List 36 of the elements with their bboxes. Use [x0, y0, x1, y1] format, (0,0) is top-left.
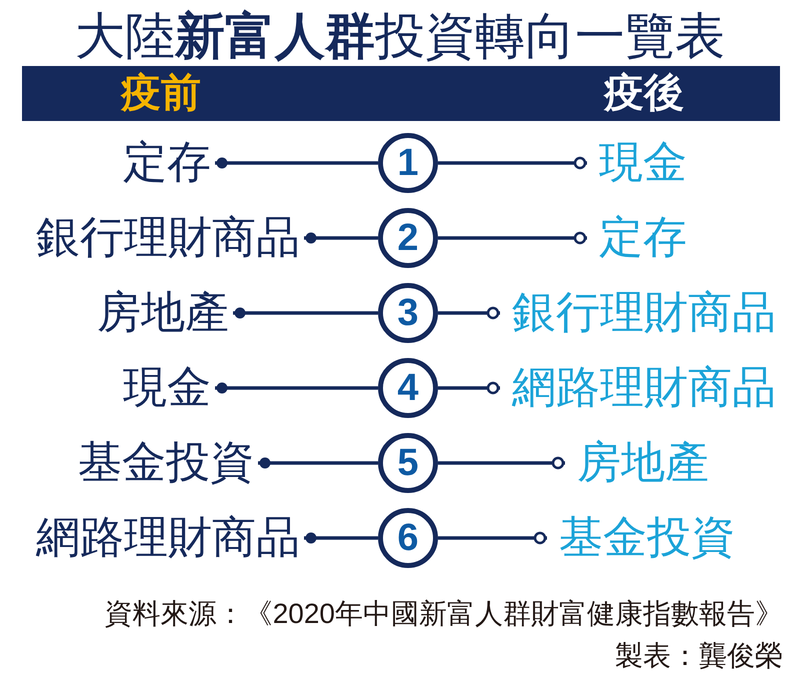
asset-label: 網路理財商品 [36, 513, 304, 563]
number-circle: 4 [378, 358, 438, 418]
asset-label: 銀行理財商品 [500, 288, 776, 338]
header-band [22, 66, 780, 121]
column-heading: 疫前 [121, 70, 201, 117]
connector-line [438, 532, 547, 544]
asset-label: 基金投資 [547, 513, 735, 563]
connector-line [215, 158, 378, 168]
asset-label: 銀行理財商品 [36, 213, 304, 263]
connector-line [438, 232, 587, 244]
column-heading: 疫後 [604, 70, 684, 117]
number-circle: 3 [378, 283, 438, 343]
asset-label: 現金 [123, 363, 215, 413]
connector-line [438, 456, 565, 470]
connector-line [304, 232, 378, 244]
credit-note: 製表：龔俊榮 [615, 640, 783, 672]
connector-line [258, 458, 378, 468]
source-note: 資料來源：《2020年中國新富人群財富健康指數報告》 [104, 598, 783, 630]
asset-label: 網路理財商品 [500, 363, 776, 413]
connector-line [215, 382, 378, 394]
number-circle: 1 [378, 133, 438, 193]
connector-line [233, 308, 378, 318]
asset-label: 定存 [123, 138, 215, 188]
title: 大陸新富人群投資轉向一覽表 [74, 8, 726, 64]
asset-label: 房地產 [565, 438, 709, 488]
connector-line [438, 156, 587, 170]
number-circle: 5 [378, 433, 438, 493]
asset-label: 定存 [587, 213, 687, 263]
number-circle: 6 [378, 508, 438, 568]
connector-line [438, 382, 500, 394]
asset-label: 現金 [587, 138, 687, 188]
connector-line [438, 306, 500, 320]
asset-label: 房地產 [97, 288, 233, 338]
asset-label: 基金投資 [78, 438, 258, 488]
connector-line [304, 532, 378, 544]
number-circle: 2 [378, 208, 438, 268]
